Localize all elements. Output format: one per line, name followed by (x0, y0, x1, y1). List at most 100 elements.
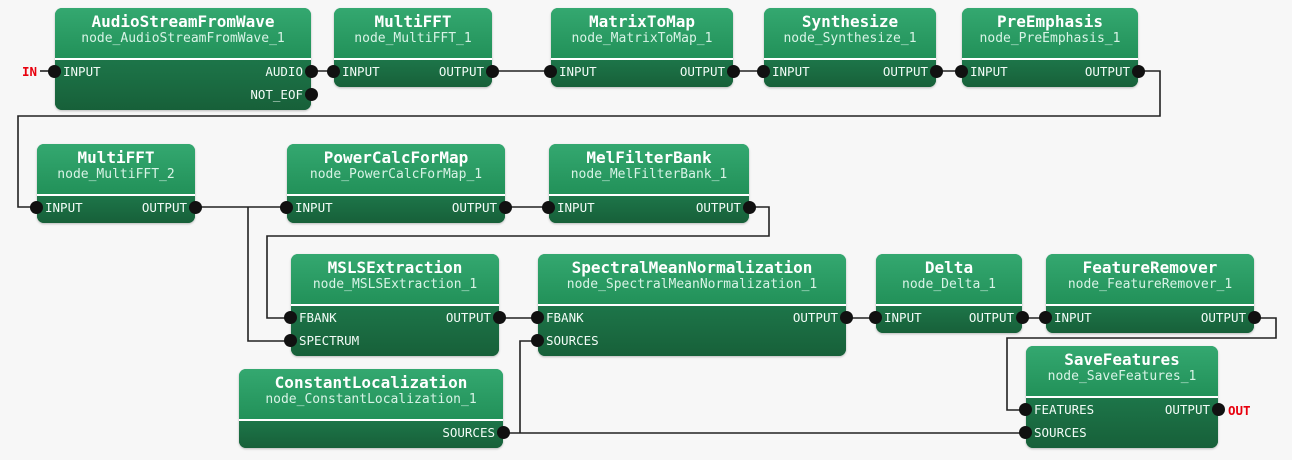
output-port-label: OUTPUT (680, 60, 725, 83)
output-port-dot-output[interactable] (743, 201, 756, 214)
port-row: INPUTOUTPUT (1046, 306, 1254, 329)
input-port-dot-input[interactable] (955, 65, 968, 78)
input-port-dot-sources[interactable] (531, 334, 544, 347)
node-ports: FBANKOUTPUTSPECTRUM (291, 306, 499, 356)
output-port-dot-not_eof[interactable] (305, 88, 318, 101)
input-port-label: INPUT (557, 196, 595, 219)
node-title: ConstantLocalization (249, 373, 493, 392)
node-title: MatrixToMap (561, 12, 723, 31)
input-port-dot-fbank[interactable] (284, 311, 297, 324)
input-port-label: INPUT (772, 60, 810, 83)
node-header[interactable]: MelFilterBanknode_MelFilterBank_1 (549, 144, 749, 196)
node-node_SpectralMeanNormalization_1[interactable]: SpectralMeanNormalizationnode_SpectralMe… (538, 254, 846, 356)
input-port-dot-spectrum[interactable] (284, 334, 297, 347)
node-node_MultiFFT_1[interactable]: MultiFFTnode_MultiFFT_1INPUT OUTPUT (334, 8, 492, 87)
node-instance-name: node_MelFilterBank_1 (559, 167, 739, 183)
output-port-dot-output[interactable] (840, 311, 853, 324)
node-node_MatrixToMap_1[interactable]: MatrixToMapnode_MatrixToMap_1INPUTOUTPUT (551, 8, 733, 87)
node-title: MSLSExtraction (301, 258, 489, 277)
node-header[interactable]: MatrixToMapnode_MatrixToMap_1 (551, 8, 733, 60)
input-port-dot-fbank[interactable] (531, 311, 544, 324)
node-node_AudioStreamFromWave_1[interactable]: AudioStreamFromWavenode_AudioStreamFromW… (55, 8, 311, 110)
port-row: FBANKOUTPUT (291, 306, 499, 329)
node-node_Synthesize_1[interactable]: Synthesizenode_Synthesize_1INPUTOUTPUT (764, 8, 936, 87)
node-instance-name: node_ConstantLocalization_1 (249, 392, 493, 408)
node-title: SpectralMeanNormalization (548, 258, 836, 277)
node-header[interactable]: SaveFeaturesnode_SaveFeatures_1 (1026, 346, 1218, 398)
input-port-dot-input[interactable] (48, 65, 61, 78)
node-instance-name: node_FeatureRemover_1 (1056, 277, 1244, 293)
node-header[interactable]: PowerCalcForMapnode_PowerCalcForMap_1 (287, 144, 505, 196)
node-header[interactable]: FeatureRemovernode_FeatureRemover_1 (1046, 254, 1254, 306)
input-port-label: INPUT (342, 60, 380, 83)
input-port-dot-input[interactable] (30, 201, 43, 214)
port-row: INPUT OUTPUT (37, 196, 195, 219)
node-node_MSLSExtraction_1[interactable]: MSLSExtractionnode_MSLSExtraction_1FBANK… (291, 254, 499, 356)
input-port-dot-input[interactable] (542, 201, 555, 214)
node-instance-name: node_Delta_1 (886, 277, 1012, 293)
node-header[interactable]: MultiFFTnode_MultiFFT_2 (37, 144, 195, 196)
output-port-dot-output[interactable] (189, 201, 202, 214)
node-header[interactable]: AudioStreamFromWavenode_AudioStreamFromW… (55, 8, 311, 60)
node-node_PreEmphasis_1[interactable]: PreEmphasisnode_PreEmphasis_1INPUTOUTPUT (962, 8, 1138, 87)
node-instance-name: node_SaveFeatures_1 (1036, 369, 1208, 385)
output-port-dot-output[interactable] (1212, 403, 1225, 416)
output-port-dot-output[interactable] (493, 311, 506, 324)
output-port-dot-output[interactable] (486, 65, 499, 78)
input-port-dot-sources[interactable] (1019, 426, 1032, 439)
input-port-label: SOURCES (546, 329, 599, 352)
output-port-label: OUTPUT (696, 196, 741, 219)
input-port-dot-input[interactable] (1039, 311, 1052, 324)
input-port-label: INPUT (884, 306, 922, 329)
node-instance-name: node_PreEmphasis_1 (972, 31, 1128, 47)
node-header[interactable]: Deltanode_Delta_1 (876, 254, 1022, 306)
output-port-dot-output[interactable] (1132, 65, 1145, 78)
node-node_Delta_1[interactable]: Deltanode_Delta_1INPUT OUTPUT (876, 254, 1022, 333)
node-node_ConstantLocalization_1[interactable]: ConstantLocalizationnode_ConstantLocaliz… (239, 369, 503, 448)
port-row: SPECTRUM (291, 329, 499, 352)
node-title: MultiFFT (344, 12, 482, 31)
input-port-dot-input[interactable] (280, 201, 293, 214)
output-port-dot-output[interactable] (499, 201, 512, 214)
node-header[interactable]: MSLSExtractionnode_MSLSExtraction_1 (291, 254, 499, 306)
input-port-label: INPUT (295, 196, 333, 219)
port-row: SOURCES (1026, 421, 1218, 444)
output-port-label: OUTPUT (969, 306, 1014, 329)
input-port-dot-input[interactable] (327, 65, 340, 78)
input-port-dot-input[interactable] (544, 65, 557, 78)
node-header[interactable]: ConstantLocalizationnode_ConstantLocaliz… (239, 369, 503, 421)
input-port-dot-features[interactable] (1019, 403, 1032, 416)
input-port-label: INPUT (63, 60, 101, 83)
output-port-label: OUTPUT (1201, 306, 1246, 329)
output-port-dot-sources[interactable] (497, 426, 510, 439)
node-node_MultiFFT_2[interactable]: MultiFFTnode_MultiFFT_2INPUTOUTPUT (37, 144, 195, 223)
output-port-dot-output[interactable] (930, 65, 943, 78)
output-port-label: OUTPUT (142, 196, 187, 219)
input-port-label: INPUT (45, 196, 83, 219)
node-title: MultiFFT (47, 148, 185, 167)
output-port-dot-output[interactable] (1016, 311, 1029, 324)
node-node_SaveFeatures_1[interactable]: SaveFeaturesnode_SaveFeatures_1FEATURESO… (1026, 346, 1218, 448)
output-tag: OUT (1228, 403, 1251, 418)
node-header[interactable]: MultiFFTnode_MultiFFT_1 (334, 8, 492, 60)
node-node_FeatureRemover_1[interactable]: FeatureRemovernode_FeatureRemover_1INPUT… (1046, 254, 1254, 333)
input-port-dot-input[interactable] (869, 311, 882, 324)
output-port-dot-output[interactable] (1248, 311, 1261, 324)
node-node_PowerCalcForMap_1[interactable]: PowerCalcForMapnode_PowerCalcForMap_1INP… (287, 144, 505, 223)
input-port-dot-input[interactable] (757, 65, 770, 78)
node-header[interactable]: SpectralMeanNormalizationnode_SpectralMe… (538, 254, 846, 306)
node-header[interactable]: Synthesizenode_Synthesize_1 (764, 8, 936, 60)
output-port-dot-audio[interactable] (305, 65, 318, 78)
node-ports: SOURCES (239, 421, 503, 448)
node-ports: INPUT OUTPUT (876, 306, 1022, 333)
output-port-label: OUTPUT (793, 306, 838, 329)
output-port-label: OUTPUT (439, 60, 484, 83)
output-port-dot-output[interactable] (727, 65, 740, 78)
node-instance-name: node_MultiFFT_2 (47, 167, 185, 183)
node-node_MelFilterBank_1[interactable]: MelFilterBanknode_MelFilterBank_1INPUTOU… (549, 144, 749, 223)
port-row: INPUT OUTPUT (334, 60, 492, 83)
node-title: MelFilterBank (559, 148, 739, 167)
node-instance-name: node_Synthesize_1 (774, 31, 926, 47)
node-header[interactable]: PreEmphasisnode_PreEmphasis_1 (962, 8, 1138, 60)
port-row: INPUTOUTPUT (551, 60, 733, 83)
